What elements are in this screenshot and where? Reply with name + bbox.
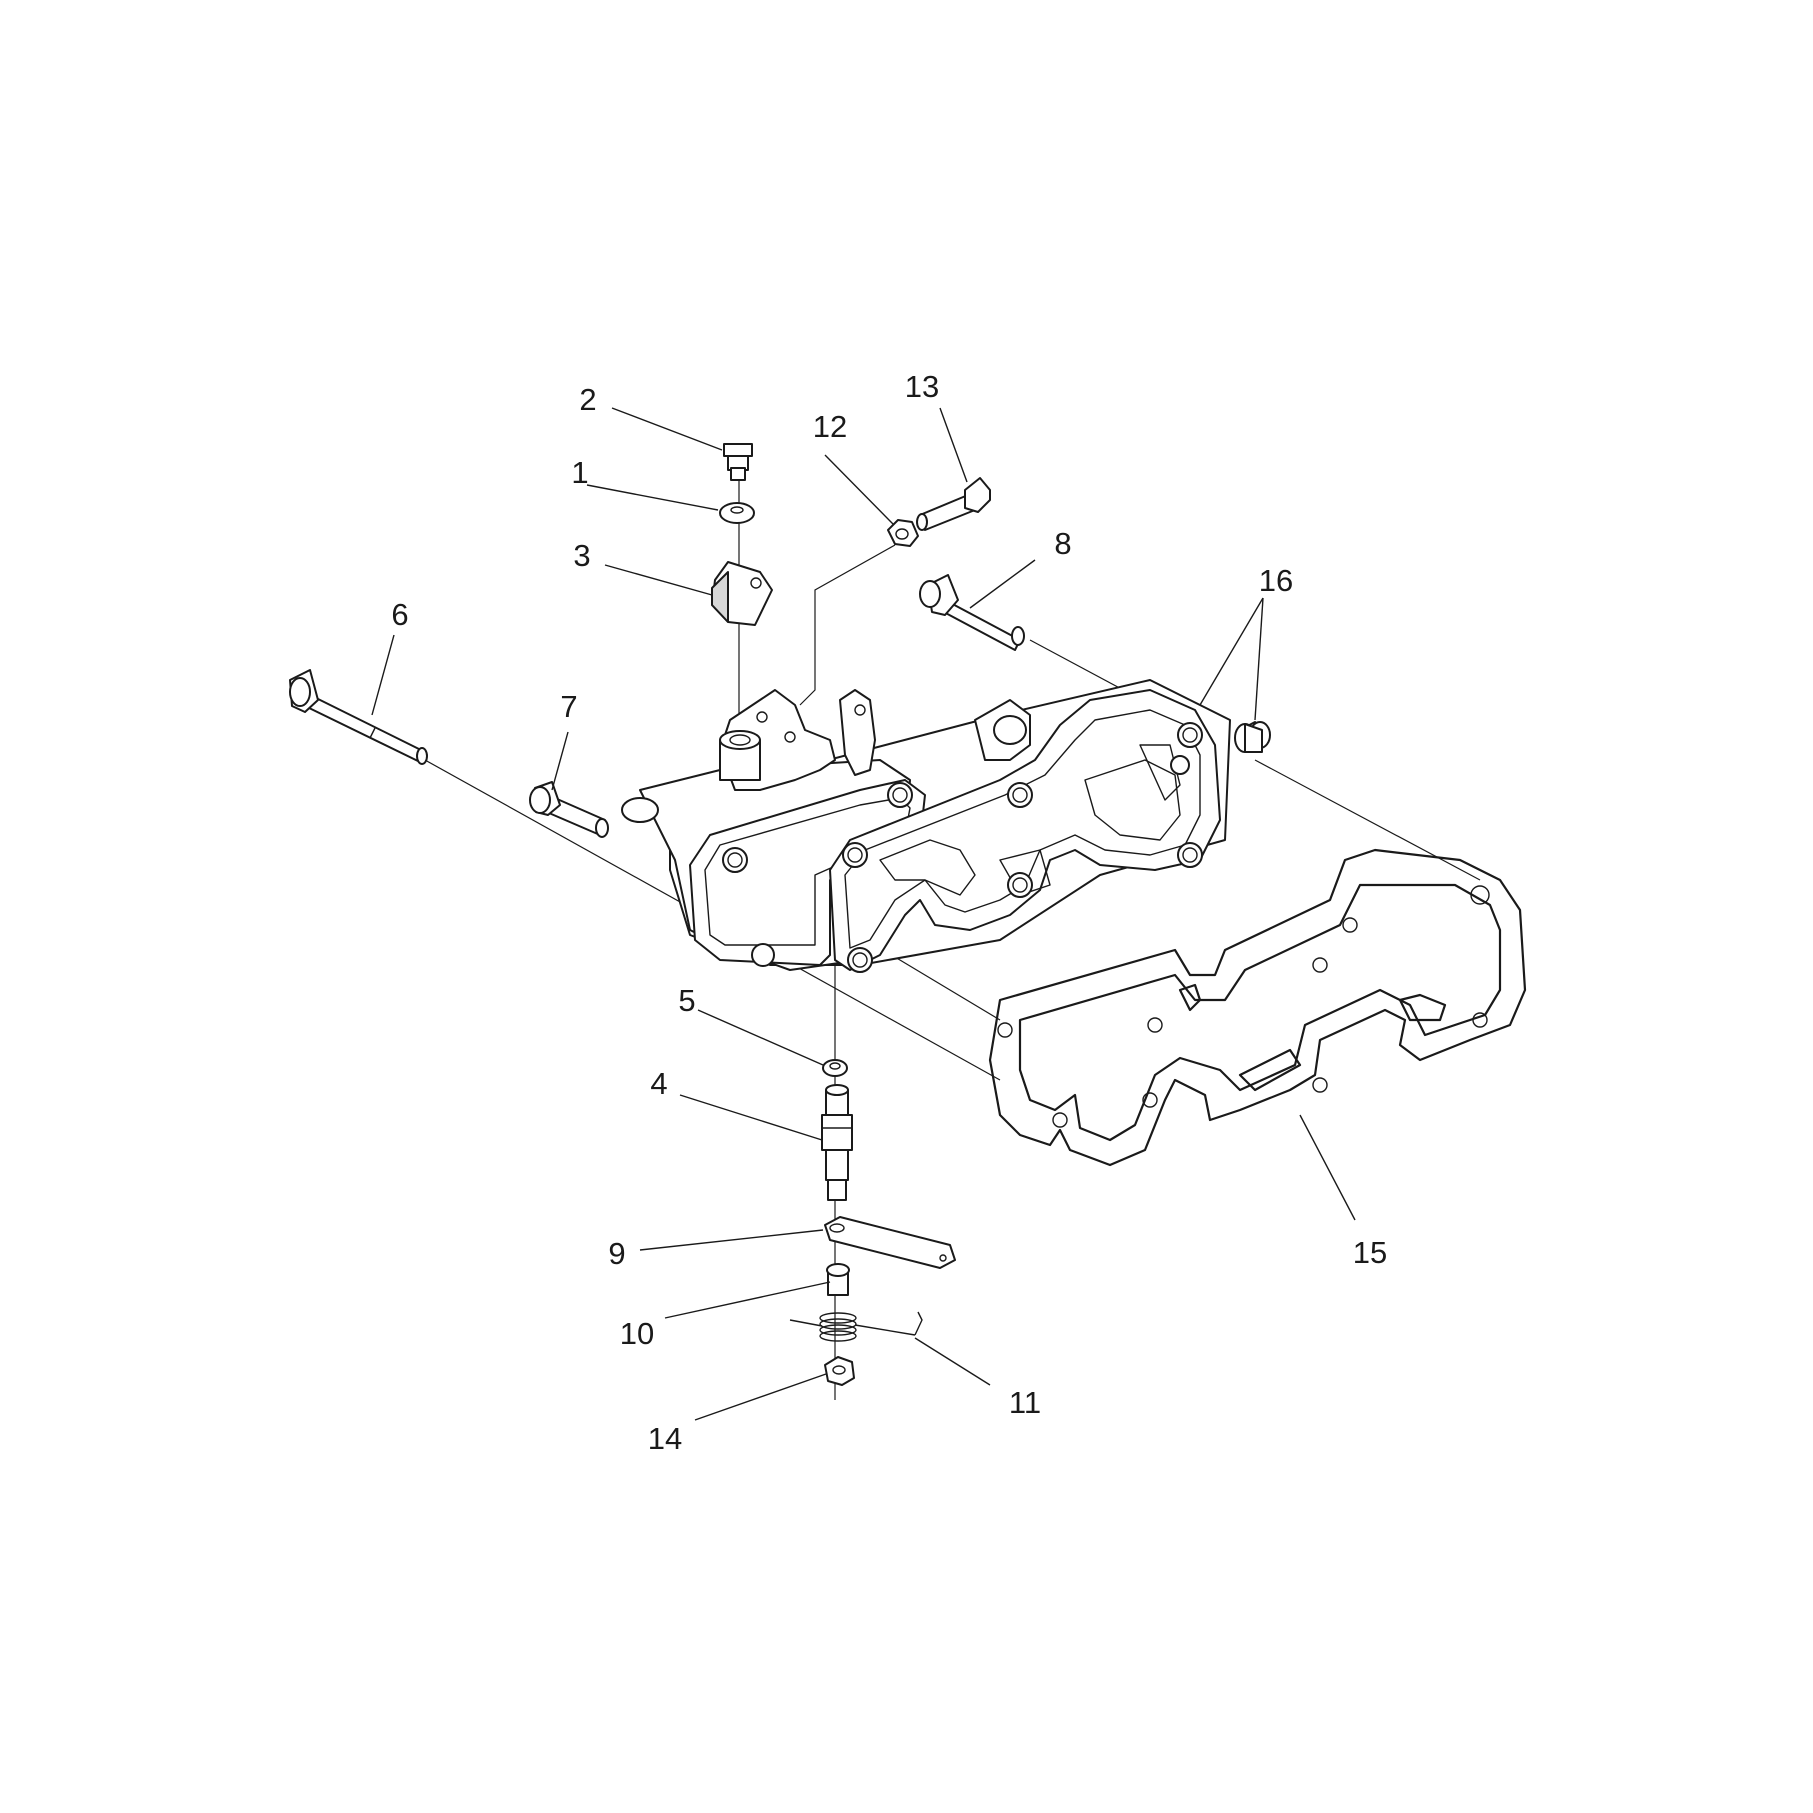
callout-7: 7 xyxy=(560,689,577,724)
callout-5: 5 xyxy=(678,983,695,1018)
callout-14: 14 xyxy=(648,1421,682,1456)
bolt-7 xyxy=(529,781,609,838)
callout-8: 8 xyxy=(1054,526,1071,561)
callout-9: 9 xyxy=(608,1236,625,1271)
lever-9 xyxy=(824,1216,956,1269)
bracket-3 xyxy=(711,561,773,626)
pins-16 xyxy=(1234,723,1263,753)
flange-nut-14 xyxy=(824,1356,855,1386)
bolt-6 xyxy=(289,669,428,765)
callout-6: 6 xyxy=(391,597,408,632)
callout-4: 4 xyxy=(650,1066,667,1101)
callout-13: 13 xyxy=(905,369,939,404)
washer-1 xyxy=(719,502,755,524)
callout-16: 16 xyxy=(1259,563,1293,598)
washer-5 xyxy=(822,1059,848,1077)
callout-15: 15 xyxy=(1353,1235,1387,1270)
callout-labels: 2 1 3 6 7 12 13 8 16 5 4 9 10 11 14 15 xyxy=(391,369,1387,1456)
spring-11 xyxy=(789,1311,923,1342)
intake-manifold-body xyxy=(621,679,1271,973)
callout-11: 11 xyxy=(1009,1385,1041,1420)
callout-12: 12 xyxy=(813,409,847,444)
bolt-13 xyxy=(916,477,991,531)
bushing-10 xyxy=(826,1263,850,1296)
gasket-15 xyxy=(988,848,1527,1167)
callout-2: 2 xyxy=(579,382,596,417)
callout-3: 3 xyxy=(573,538,590,573)
leader-lines xyxy=(371,407,1356,1421)
callout-10: 10 xyxy=(620,1316,654,1351)
bolt-2 xyxy=(723,443,753,481)
callout-1: 1 xyxy=(571,455,588,490)
shaft-4 xyxy=(821,1084,853,1201)
bolt-8 xyxy=(919,574,1025,651)
hex-nut-12 xyxy=(887,519,919,547)
